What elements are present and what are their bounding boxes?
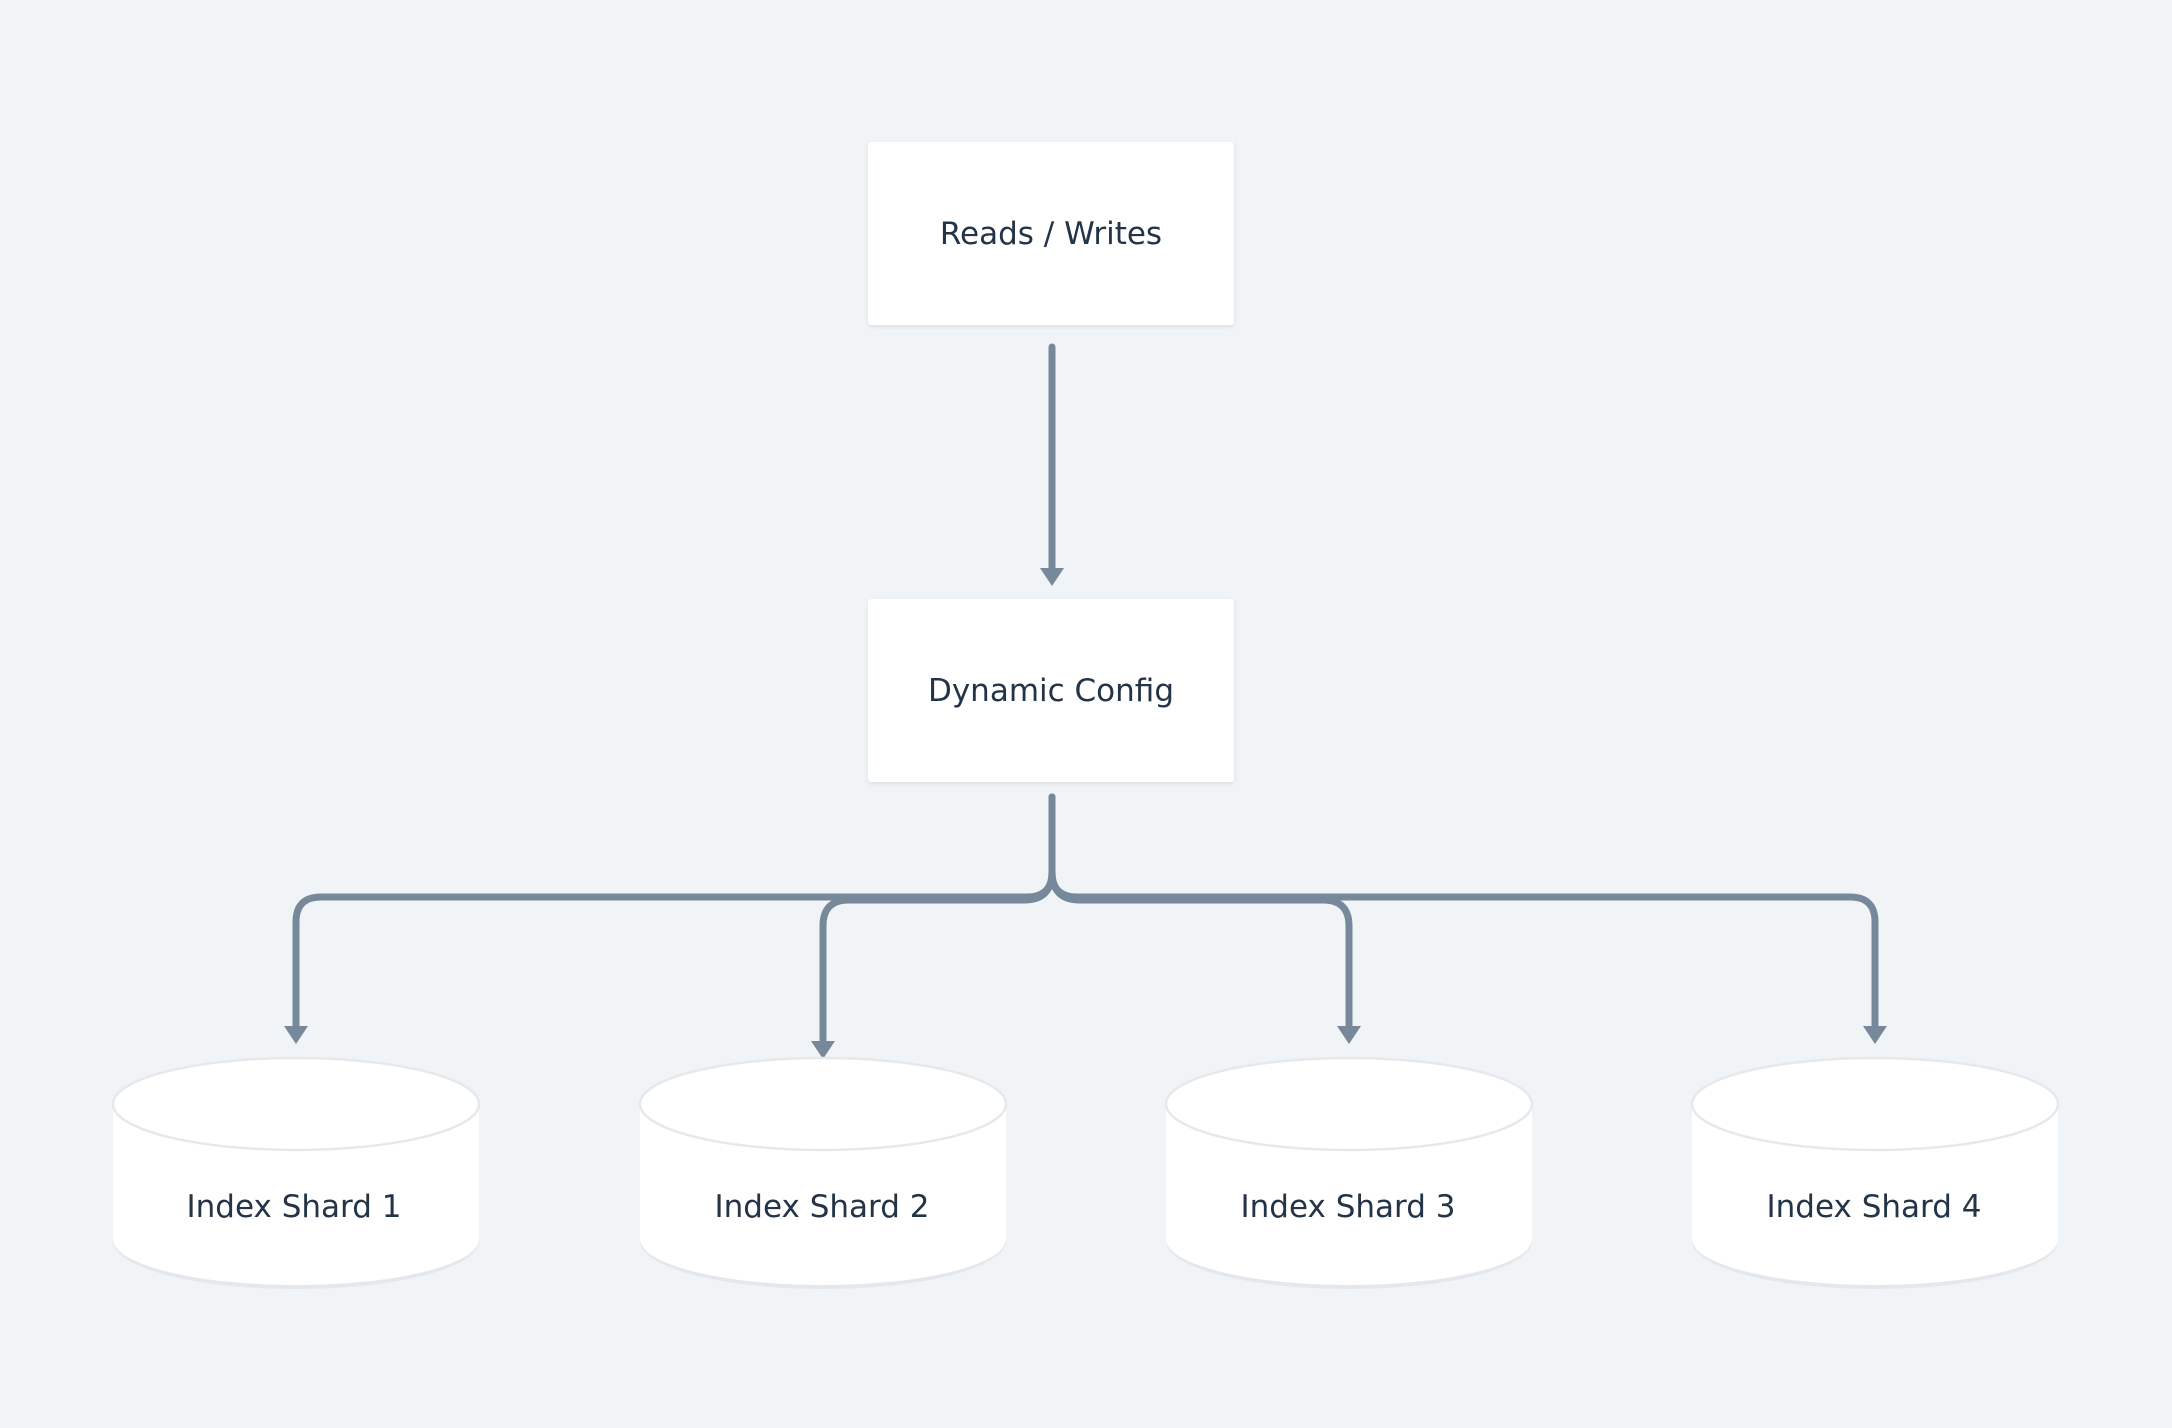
node-label: Index Shard 2 — [715, 1189, 930, 1225]
arrow-head — [811, 1041, 835, 1059]
arrow-head — [1863, 1026, 1887, 1044]
node-dynamic-config[interactable]: Dynamic Config — [868, 599, 1234, 782]
node-index-shard-2[interactable]: Index Shard 2 — [638, 1056, 1008, 1289]
arrow-head — [1040, 568, 1064, 586]
node-label: Index Shard 4 — [1767, 1189, 1982, 1225]
node-label: Dynamic Config — [928, 673, 1174, 709]
edges — [284, 343, 1887, 1059]
arrow-head — [284, 1026, 308, 1044]
node-label: Index Shard 1 — [187, 1189, 402, 1225]
node-index-shard-4[interactable]: Index Shard 4 — [1690, 1056, 2060, 1289]
node-index-shard-3[interactable]: Index Shard 3 — [1164, 1056, 1534, 1289]
node-label: Reads / Writes — [940, 216, 1162, 252]
edge-reads-writes-to-dynamic-config — [1040, 343, 1064, 586]
edge-dynamic-config-to-shard-4 — [1048, 793, 1887, 1044]
node-label: Index Shard 3 — [1241, 1189, 1456, 1225]
node-reads-writes[interactable]: Reads / Writes — [868, 142, 1234, 325]
arrow-head — [1337, 1026, 1361, 1044]
node-index-shard-1[interactable]: Index Shard 1 — [111, 1056, 481, 1289]
